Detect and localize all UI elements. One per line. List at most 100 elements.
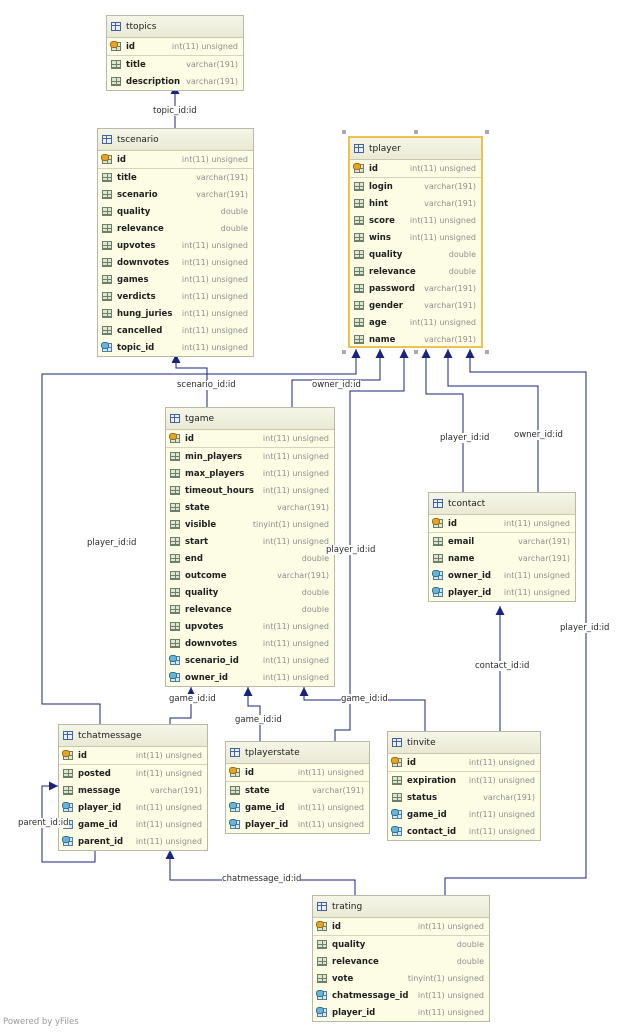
table-header[interactable]: tscenario: [98, 129, 253, 151]
edge-e-game-chat[interactable]: [169, 687, 192, 724]
edge-e-chatmessage[interactable]: [169, 850, 356, 895]
selection-handle[interactable]: [485, 130, 489, 134]
table-header[interactable]: tplayerstate: [226, 742, 369, 764]
selection-handle[interactable]: [342, 130, 346, 134]
selection-handle[interactable]: [413, 130, 418, 134]
table-header[interactable]: trating: [313, 896, 489, 918]
selection-handle[interactable]: [485, 350, 489, 354]
edge-e-game-state[interactable]: [247, 687, 261, 741]
column-type: int(11) unsigned: [262, 537, 329, 546]
edge-e-owner-contact[interactable]: [447, 349, 539, 492]
table-header[interactable]: tgame: [166, 408, 334, 430]
selection-handle[interactable]: [413, 350, 418, 354]
table-header[interactable]: tchatmessage: [59, 725, 207, 747]
table-header[interactable]: tinvite: [388, 732, 540, 754]
table-header[interactable]: tplayer: [350, 138, 481, 160]
column-icon: [317, 940, 327, 949]
table-header[interactable]: ttopics: [107, 16, 243, 38]
edge-e-player-contact[interactable]: [425, 349, 464, 492]
selection-handle[interactable]: [342, 350, 346, 354]
edge-e-owner-game[interactable]: [291, 349, 381, 407]
table-header[interactable]: tcontact: [429, 493, 575, 515]
